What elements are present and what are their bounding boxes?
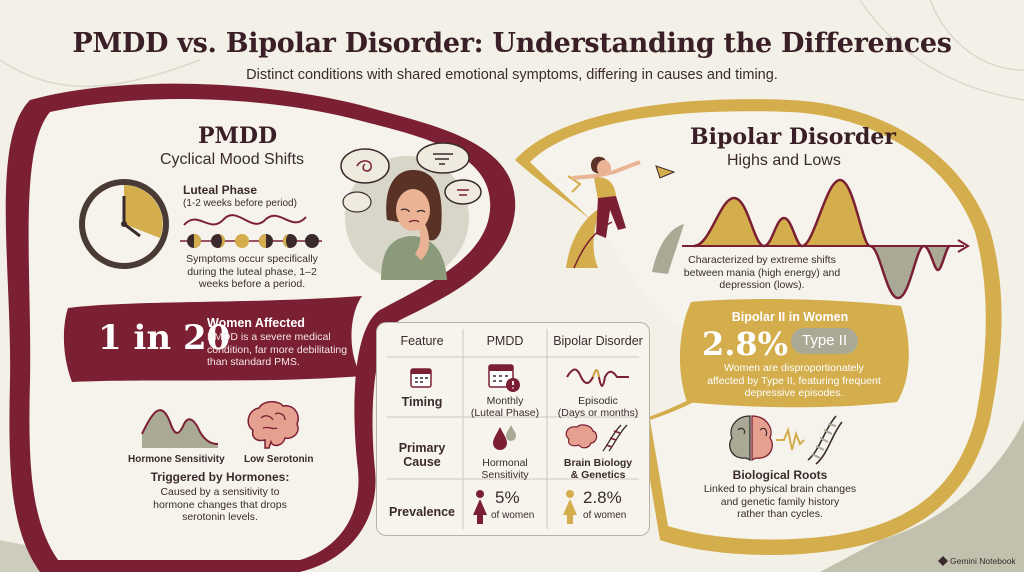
- luteal-phase-title: Luteal Phase: [183, 183, 258, 197]
- biological-roots-title: Biological Roots: [732, 468, 828, 482]
- table-grid-lines: [387, 329, 639, 529]
- bipolar-cause: Brain Biology & Genetics: [563, 457, 633, 481]
- pmdd-stat-value: 1 in 20: [98, 318, 231, 358]
- notebook-logo-icon: [938, 556, 948, 566]
- page-subtitle: Distinct conditions with shared emotiona…: [246, 67, 778, 83]
- pmdd-stat-description: PMDD is a severe medical condition, far …: [207, 331, 348, 368]
- bipolar-prevalence-unit: of women: [583, 510, 627, 521]
- table-header-pmdd: PMDD: [486, 334, 524, 348]
- hormone-curve-icon: [141, 409, 219, 448]
- pmdd-prevalence-unit: of women: [491, 510, 535, 521]
- brain-icon: [247, 401, 299, 449]
- brain-dna-icon: [729, 415, 843, 465]
- jumping-woman-illustration: [566, 156, 684, 274]
- primary-cause-label: Primary Cause: [398, 441, 446, 469]
- table-header-bipolar: Bipolar Disorder: [553, 334, 643, 348]
- bipolar-stat-value: 2.8%: [702, 325, 789, 363]
- trigger-title: Triggered by Hormones:: [150, 470, 290, 484]
- clock-icon: [79, 179, 169, 269]
- calendar-alert-icon: [488, 364, 520, 392]
- biological-roots-description: Linked to physical brain changes and gen…: [703, 483, 857, 520]
- bipolar-stat-panel: [679, 299, 909, 408]
- brain-dna-small-icon: [565, 424, 628, 452]
- episodic-wave-icon: [566, 368, 629, 387]
- pmdd-prevalence-value: 5%: [495, 488, 520, 507]
- pmdd-subheading: Cyclical Mood Shifts: [160, 151, 305, 168]
- bipolar-timing: Episodic (Days or months): [557, 395, 639, 419]
- bipolar-women-title: Bipolar II in Women: [731, 310, 849, 324]
- footer-brand: Gemini Notebook: [950, 556, 1016, 566]
- sage-corner-right: [820, 420, 1024, 572]
- bipolar-prevalence-value: 2.8%: [583, 488, 622, 507]
- bipolar-subheading: Highs and Lows: [727, 152, 841, 169]
- low-serotonin-label: Low Serotonin: [244, 454, 314, 465]
- woman-figure-maroon-icon: [473, 490, 487, 524]
- timing-label: Timing: [401, 395, 443, 409]
- type-ii-badge: Type II: [791, 328, 858, 354]
- pmdd-stat-banner: [63, 296, 363, 382]
- prevalence-label: Prevalence: [388, 505, 456, 519]
- moon-phases-icon: [180, 214, 322, 248]
- mood-waveform-chart: [682, 178, 970, 300]
- comparison-table: Feature PMDD Bipolar Disorder Timing Mon…: [376, 322, 650, 536]
- calendar-icon: [410, 368, 432, 388]
- drops-icon: [493, 425, 516, 450]
- bipolar-heading: Bipolar Disorder: [690, 124, 896, 150]
- luteal-phase-sub: (1-2 weeks before period): [183, 198, 297, 209]
- woman-figure-gold-icon: [563, 490, 577, 524]
- bipolar-women-description: Women are disproportionately affected by…: [707, 362, 881, 399]
- hormone-sensitivity-label: Hormone Sensitivity: [128, 454, 225, 465]
- waveform-description: Characterized by extreme shifts between …: [683, 254, 841, 291]
- pmdd-stat-title: Women Affected: [207, 316, 305, 330]
- pmdd-timing: Monthly (Luteal Phase): [470, 395, 540, 419]
- woman-illustration: [340, 142, 482, 280]
- page-title: PMDD vs. Bipolar Disorder: Understanding…: [72, 28, 952, 59]
- luteal-description: Symptoms occur specifically during the l…: [186, 253, 318, 290]
- trigger-description: Caused by a sensitivity to hormone chang…: [153, 486, 287, 523]
- table-header-feature: Feature: [400, 334, 444, 348]
- pmdd-cause: Hormonal Sensitivity: [481, 457, 529, 481]
- pmdd-heading: PMDD: [198, 123, 278, 149]
